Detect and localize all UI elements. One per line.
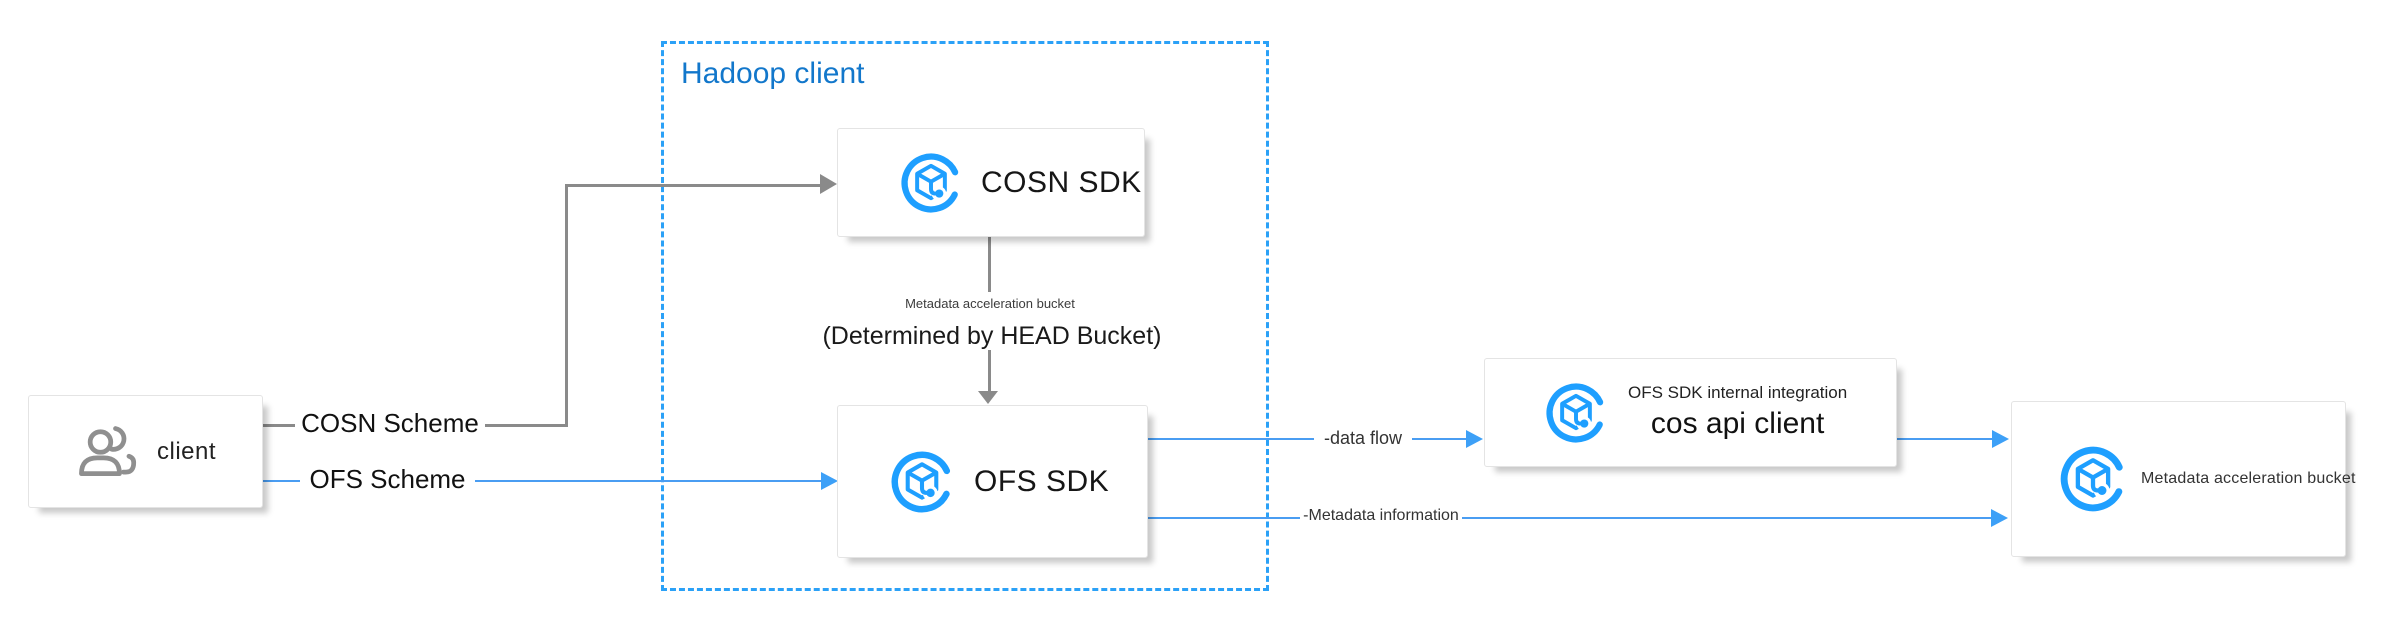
arrow-right-icon: [1466, 430, 1483, 448]
cosn-sdk-node: COSN SDK: [837, 128, 1145, 237]
data-flow-label: -data flow: [1314, 428, 1412, 449]
cosn-scheme-label: COSN Scheme: [295, 408, 485, 439]
ofs-scheme-line: [263, 480, 823, 482]
metadata-bucket-label: Metadata acceleration bucket: [2141, 470, 2356, 487]
arrow-right-icon: [1991, 509, 2008, 527]
data-flow-line: [1148, 438, 1466, 440]
ofs-sdk-node: OFS SDK: [837, 405, 1148, 558]
arrow-down-icon: [978, 391, 998, 404]
ofs-sdk-label: OFS SDK: [974, 464, 1110, 498]
cosn-scheme-line-top: [565, 184, 822, 187]
metadata-information-line: [1148, 517, 1991, 519]
cosn-sdk-label: COSN SDK: [981, 165, 1142, 199]
head-bucket-line-lower: [988, 350, 991, 392]
ofs-scheme-label: OFS Scheme: [300, 464, 475, 495]
user-group-icon: [71, 423, 141, 480]
hadoop-client-container: Hadoop client: [661, 41, 1269, 591]
cos-api-client-subtitle: OFS SDK internal integration: [1628, 383, 1848, 403]
cos-api-client-label: cos api client: [1650, 407, 1825, 441]
cos-icon: [2057, 443, 2129, 515]
cos-api-client-node: OFS SDK internal integration cos api cli…: [1484, 358, 1897, 467]
client-node: client: [28, 395, 263, 508]
client-label: client: [157, 437, 217, 465]
head-bucket-label: (Determined by HEAD Bucket): [822, 322, 1162, 350]
hadoop-client-title: Hadoop client: [681, 57, 865, 90]
metadata-bucket-node: Metadata acceleration bucket: [2011, 401, 2355, 557]
cos-icon: [888, 448, 956, 516]
arrow-right-icon: [1992, 430, 2009, 448]
cos-api-to-bucket-line: [1897, 438, 1992, 440]
metadata-information-label: -Metadata information: [1300, 507, 1462, 525]
head-bucket-line-upper: [988, 237, 991, 292]
arrow-right-icon: [820, 174, 837, 194]
head-bucket-note-label: Metadata acceleration bucket: [905, 296, 1075, 311]
cosn-scheme-line-vertical: [565, 184, 568, 427]
cos-icon: [1543, 380, 1609, 446]
cos-icon: [898, 150, 964, 216]
cos-api-client-text: OFS SDK internal integration cos api cli…: [1628, 382, 1847, 443]
arrow-right-icon: [821, 472, 838, 490]
